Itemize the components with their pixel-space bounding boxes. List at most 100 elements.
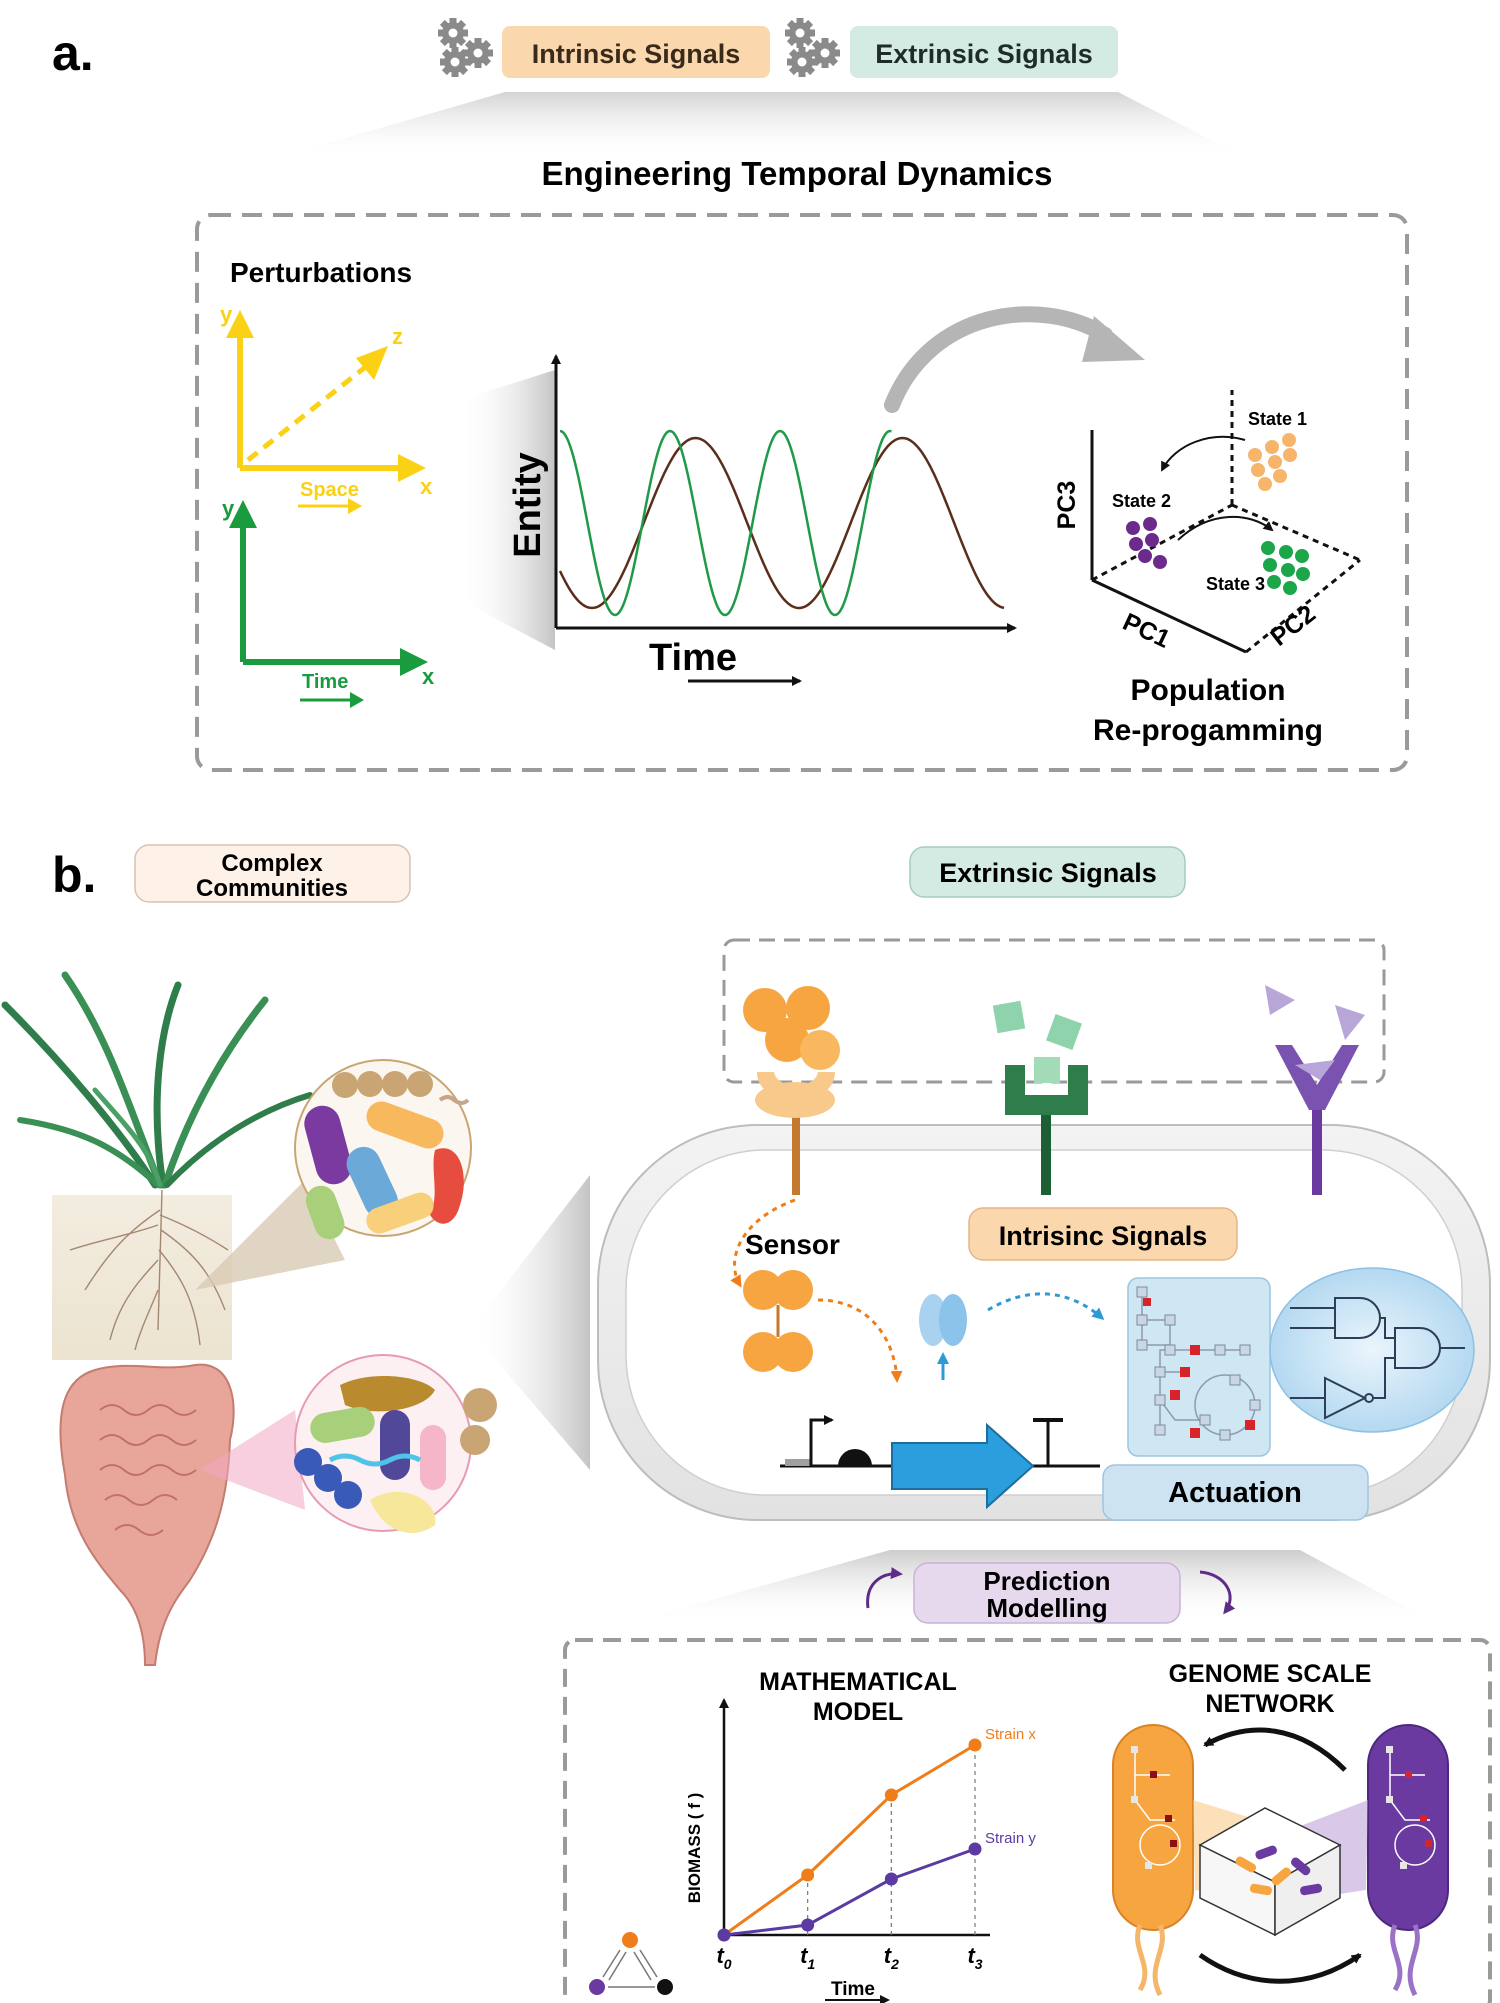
perturbations-label: Perturbations [230,257,412,288]
x-tick-label: t1 [800,1943,815,1972]
series-line-0 [723,1743,976,1937]
data-point [801,1868,815,1882]
prediction-line2: Modelling [986,1593,1107,1623]
extrinsic-signals-b-badge [909,846,1186,898]
state1-dots [1248,433,1297,491]
orange-to-purple-arrow [1198,1952,1362,1984]
data-point [717,1928,731,1942]
chart-guide-lines [807,1745,976,1935]
series-label-0: Strain x [985,1726,1036,1743]
x-tick-label: t2 [884,1943,899,1972]
chart-x-label: Time [831,1979,875,2000]
sensor-label: Sensor [745,1229,840,1260]
population-caption-line1: Population [1131,674,1286,707]
gut-zoom-fan [200,1410,305,1510]
zoom-fan [460,370,555,650]
x-tick-label: t3 [967,1943,982,1972]
logic-gates-icon [1269,1267,1475,1433]
genome-title-line1: GENOME SCALE [1169,1660,1372,1688]
oscillation-chart [551,354,1017,633]
data-point [801,1918,815,1932]
orange-receptor [743,986,840,1195]
space-x-label: x [420,474,433,499]
pc2-label: PC2 [1265,600,1321,652]
cycle-arrow-left [866,1567,903,1609]
time-x-label: x [422,664,435,689]
gears-icon-right [785,18,840,77]
fast-wave-line [559,429,892,617]
state3-dots [1261,541,1310,595]
chart-series-group: Strain x Strain y [717,1726,1036,1942]
complex-line2: Communities [196,875,348,902]
slow-wave-line [558,436,1005,610]
panel-a: a. Intrinsic Signals Extrinsic Signals E… [52,18,1409,772]
coculture-box-icon [1198,1807,1342,1937]
gut-microbiome-icon [294,1354,497,1533]
actuation-label: Actuation [1168,1477,1302,1509]
state2-dots [1126,517,1167,569]
gut-icon [59,1363,235,1666]
extrinsic-signals-badge [850,26,1118,78]
math-model-chart: Strain x Strain y t0 t1 t2 t3 [716,1698,1036,1972]
math-title-line2: MODEL [813,1698,903,1726]
sensor-dimer-icon [743,1270,813,1372]
series-line-1 [723,1847,976,1937]
plant-icon [1,971,313,1360]
soil-microbiome-icon [294,1059,472,1240]
data-point [968,1842,982,1856]
intrinsic-signals-b-badge [968,1207,1238,1261]
space-z-label: z [392,324,403,349]
panel-b-letter: b. [52,847,96,903]
state1-label: State 1 [1248,409,1307,429]
extrinsic-signals-b-label: Extrinsic Signals [939,858,1157,888]
reprogramming-arrow [884,306,1113,413]
state3-label: State 3 [1206,574,1265,594]
time-axes [229,500,428,708]
complex-line1: Complex [221,850,323,877]
panel-a-title: Engineering Temporal Dynamics [541,155,1052,192]
complex-communities-badge [134,844,411,903]
orange-bacterium-icon [1112,1724,1194,1997]
network-motif-icon [589,1932,673,1995]
purple-receptor [1265,985,1365,1195]
x-tick-label: t0 [716,1943,731,1972]
temporal-dynamics-box [195,213,1409,772]
prediction-line1: Prediction [983,1566,1110,1596]
panel-b: b. Complex Communities Extrinsic Signals [1,844,1492,2003]
chart-tick-labels: t0 t1 t2 t3 [716,1943,982,1972]
intrinsic-signals-b-label: Intrisinc Signals [999,1221,1208,1251]
cell-zoom-fan [470,1175,590,1470]
sensor-to-promoter-arrow [817,1298,903,1383]
series-label-1: Strain y [985,1830,1036,1847]
time-axis-label: Time [649,637,737,679]
chart-y-label: BIOMASS ( f ) [685,1793,704,1904]
pca-plot [1090,390,1361,654]
purple-to-orange-arrow [1203,1727,1347,1772]
signals-fan [270,92,1250,160]
gears-icon-left [438,18,493,77]
purple-bacterium-icon [1367,1724,1449,1997]
math-title-line1: MATHEMATICAL [759,1668,957,1696]
genome-title-line2: NETWORK [1205,1690,1334,1718]
cycle-arrow-right [1199,1570,1236,1615]
data-point [968,1738,982,1752]
reprogramming-arrowhead [1082,316,1145,362]
entity-axis-label: Entity [507,452,549,558]
data-point [884,1872,898,1886]
transcription-factor-icon [919,1294,967,1380]
intrinsic-signals-label: Intrinsic Signals [532,39,741,69]
intrinsic-signals-badge [502,26,770,78]
actuation-badge [1102,1464,1369,1521]
panel-a-letter: a. [52,25,94,81]
modelling-box [563,1638,1492,2003]
metabolic-network-icon [1127,1277,1271,1457]
prediction-modelling-badge [913,1562,1181,1624]
space-caption: Space [300,479,359,501]
data-point [884,1788,898,1802]
pc3-label: PC3 [1053,481,1081,530]
time-caption: Time [302,671,348,693]
population-caption-line2: Re-progamming [1093,714,1323,747]
space-axes [226,310,426,514]
time-y-label: y [222,496,235,521]
extrinsic-signals-label: Extrinsic Signals [875,39,1093,69]
